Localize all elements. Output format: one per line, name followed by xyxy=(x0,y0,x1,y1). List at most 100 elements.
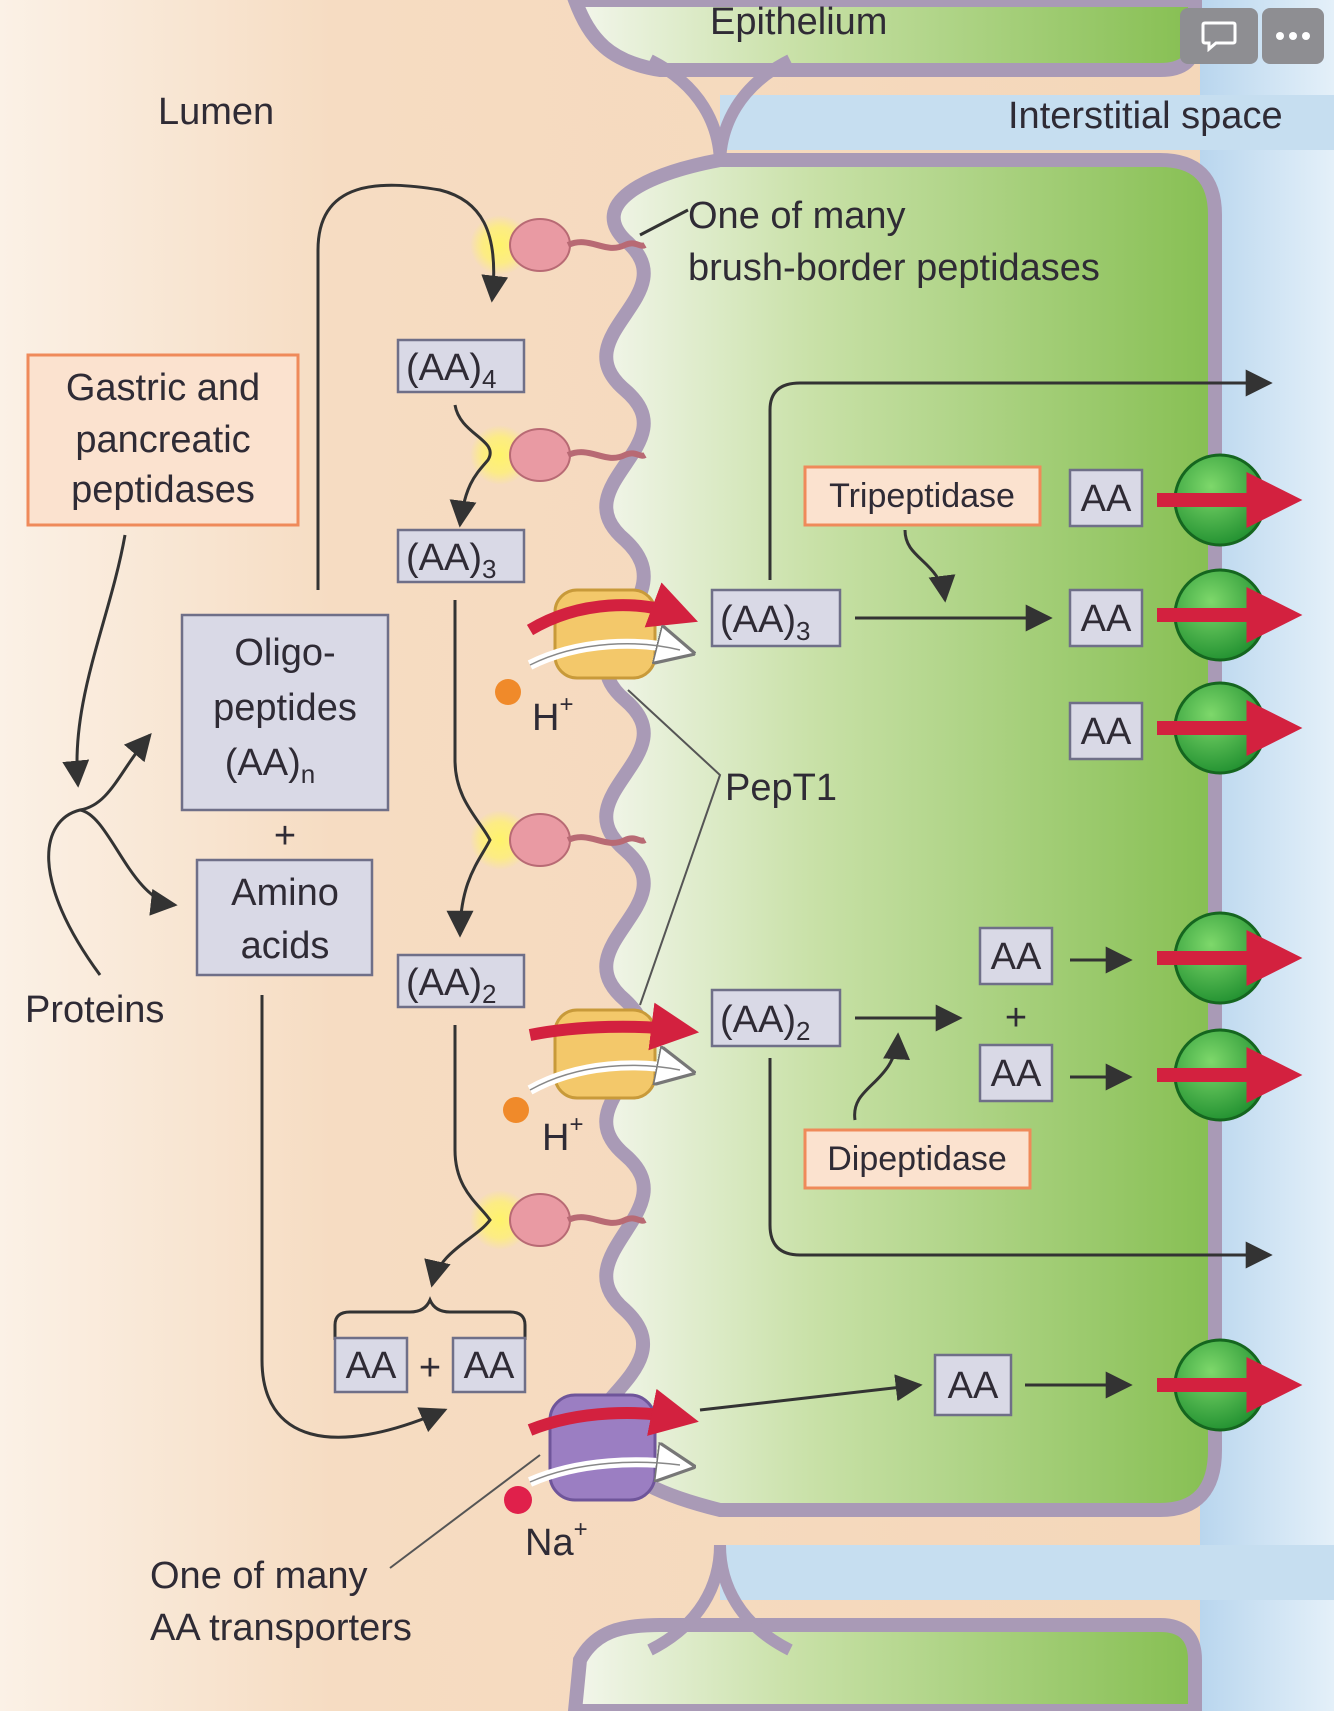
aa3-cell-box xyxy=(710,588,842,648)
h-ion-1-charge: + xyxy=(559,691,573,718)
more-options-button[interactable] xyxy=(1262,8,1324,64)
pept1-2-peptide-flux xyxy=(528,1002,700,1051)
amino-acids-line2: acids xyxy=(241,925,330,967)
free-aa-brace xyxy=(333,1296,527,1340)
enterocyte-cell xyxy=(586,153,1222,1517)
proteins-to-amino-acids-arrow xyxy=(79,808,178,916)
basolateral-transporter-2 xyxy=(1157,568,1303,662)
free-aa-box-2 xyxy=(451,1336,527,1394)
intercellular-gap-top xyxy=(720,95,1334,150)
gastric-line2: pancreatic xyxy=(75,419,250,461)
comment-button[interactable] xyxy=(1180,8,1258,64)
brush-border-label-line2: brush-border peptidases xyxy=(688,247,1100,289)
aa-label-di-2: AA xyxy=(991,1053,1042,1095)
aa4-box xyxy=(396,338,526,394)
na-ion xyxy=(504,1486,532,1514)
gastric-pancreatic-peptidases-box xyxy=(26,353,300,527)
lower-epithelial-cell xyxy=(567,1618,1202,1711)
amino-acids-to-transporter-arrow xyxy=(260,995,448,1439)
aa4-base: (AA) xyxy=(406,347,482,389)
oligopeptides-to-peptidase-arrow xyxy=(316,183,509,590)
aa-transporter-leader-line xyxy=(389,1454,541,1569)
aa2-cell-subscript: 2 xyxy=(796,1016,810,1046)
aa-label-tri-1: AA xyxy=(1081,478,1132,520)
pept1-transporter-1 xyxy=(526,582,698,680)
dipeptidase-label: Dipeptidase xyxy=(827,1140,1007,1178)
h-ion-2-label: H+ xyxy=(542,1111,583,1159)
aa-label-tri-2: AA xyxy=(1081,598,1132,640)
ellipsis-icon xyxy=(1276,32,1310,40)
na-aa-transporter xyxy=(527,1388,699,1502)
aa3-to-aa2-arrow xyxy=(446,600,492,938)
aa-transporter-label-line2: AA transporters xyxy=(150,1607,412,1649)
oligopeptides-box xyxy=(180,613,390,812)
aa4-to-aa3-arrow xyxy=(449,404,492,528)
aa-box-tri-3 xyxy=(1068,701,1144,761)
dipeptidase-box xyxy=(803,1128,1032,1190)
amino-acids-line1: Amino xyxy=(231,872,339,914)
free-aa-box-1 xyxy=(333,1336,409,1394)
brush-border-leader-line xyxy=(639,208,689,237)
h-ion-2-symbol: H xyxy=(542,1117,569,1159)
h-ion-2 xyxy=(503,1097,529,1123)
aa-box-na xyxy=(933,1353,1013,1417)
aa-box-tri-1 xyxy=(1068,468,1144,528)
free-aa-label-1: AA xyxy=(346,1345,397,1387)
tight-junction-bottom xyxy=(647,1544,793,1656)
basolateral-transporter-6 xyxy=(1157,1338,1303,1432)
aa2-to-free-aa-arrow xyxy=(424,1025,492,1288)
oligopeptides-subscript-n: n xyxy=(301,759,315,789)
interstitial-space-label: Interstitial space xyxy=(1008,95,1283,137)
gastric-line3: peptidases xyxy=(71,469,255,511)
tight-junction-top xyxy=(647,54,793,166)
h-ion-1-label: H+ xyxy=(532,691,573,739)
peptidase-action-arrow xyxy=(62,534,127,788)
aa-box-di-1 xyxy=(978,926,1054,986)
h-ion-1 xyxy=(495,679,521,705)
aa3-cell-base: (AA) xyxy=(720,599,796,641)
aa3-lumen-label: (AA)3 xyxy=(406,537,496,584)
tripeptidase-box xyxy=(803,465,1042,527)
aa4-label: (AA)4 xyxy=(406,347,496,394)
basolateral-transporter-5 xyxy=(1157,1028,1303,1122)
basolateral-transporter-1 xyxy=(1157,453,1303,547)
aa3-exit-arrow xyxy=(768,369,1273,580)
brush-border-peptidase-1 xyxy=(470,215,647,275)
brush-border-peptidase-3 xyxy=(470,810,647,870)
aa2-cell-label: (AA)2 xyxy=(720,999,810,1046)
aa3-lumen-subscript: 3 xyxy=(482,554,496,584)
h-ion-1-symbol: H xyxy=(532,697,559,739)
basolateral-transporter-4 xyxy=(1157,911,1303,1005)
na-ion-label: Na+ xyxy=(525,1516,588,1564)
free-aa-plus: + xyxy=(419,1347,441,1389)
na-transporter-to-aa-arrow xyxy=(699,1374,923,1412)
speech-bubble-icon xyxy=(1201,21,1237,52)
aa-di-plus: + xyxy=(1005,997,1027,1039)
aa2-cell-base: (AA) xyxy=(720,999,796,1041)
aa2-lumen-box xyxy=(396,953,526,1009)
lumen-label: Lumen xyxy=(158,91,274,133)
tripeptidase-label: Tripeptidase xyxy=(829,477,1015,515)
aa-box-tri-2 xyxy=(1068,588,1144,648)
pept1-pointer-lines xyxy=(627,689,722,1006)
proteins-to-oligopeptides-arrow xyxy=(47,732,152,976)
aa2-lumen-label: (AA)2 xyxy=(406,962,496,1009)
aa2-cell-box xyxy=(710,988,842,1048)
aa2-exit-arrow xyxy=(768,1058,1273,1269)
pept1-transporter-2 xyxy=(527,1002,700,1100)
aa3-cell-label: (AA)3 xyxy=(720,599,810,646)
aa2-lumen-subscript: 2 xyxy=(482,979,496,1009)
intercellular-gap-bottom xyxy=(720,1545,1334,1600)
aa3-lumen-box xyxy=(396,528,526,584)
epithelium-label: Epithelium xyxy=(710,1,887,43)
gastric-line1: Gastric and xyxy=(66,367,260,409)
brush-border-label-line1: One of many xyxy=(688,195,906,237)
pept1-1-peptide-flux xyxy=(526,582,698,636)
aa-label-tri-3: AA xyxy=(1081,711,1132,753)
brush-border-peptidase-4 xyxy=(470,1190,647,1250)
brush-border-peptidase-2 xyxy=(470,425,647,485)
amino-acids-box xyxy=(195,858,374,977)
aa3-cell-subscript: 3 xyxy=(796,616,810,646)
